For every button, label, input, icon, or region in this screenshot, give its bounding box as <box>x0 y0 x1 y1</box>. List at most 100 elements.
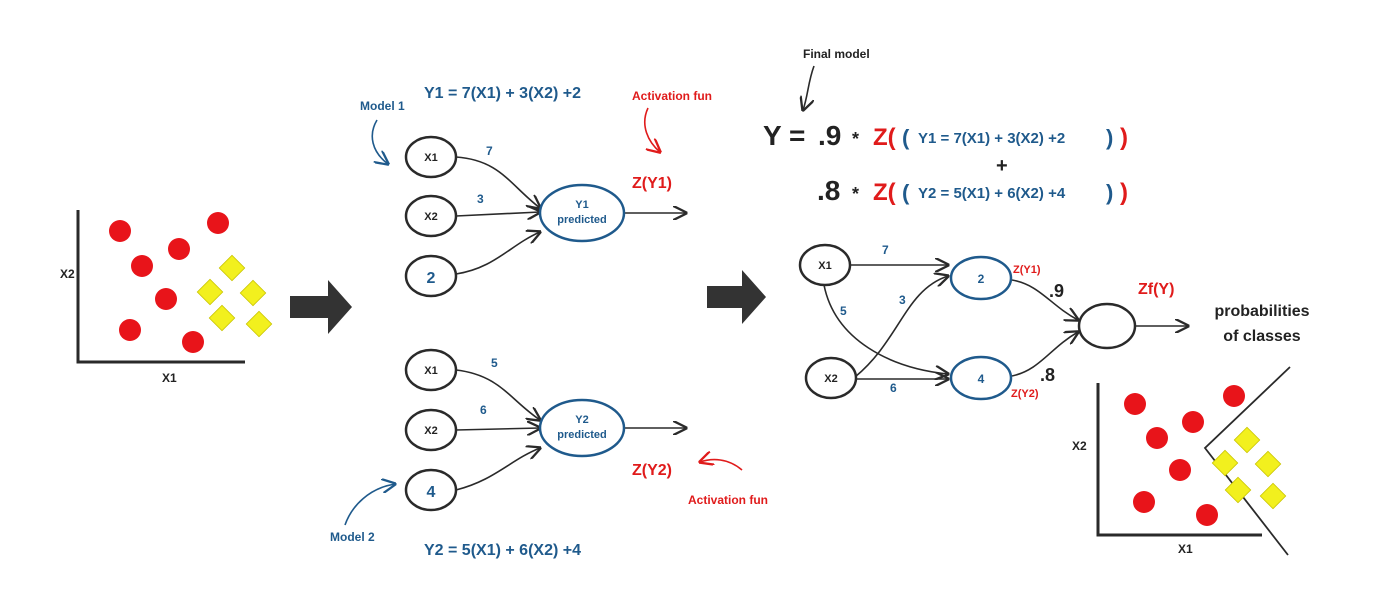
red-dot <box>1196 504 1218 526</box>
formula-z-close-2: ) <box>1120 179 1128 206</box>
node-y1-label: Y1 <box>575 199 588 211</box>
z-y2-label: Z(Y2) <box>632 462 672 479</box>
edge-x2-y2 <box>455 428 540 430</box>
formula-paren-open-1: ( <box>902 125 910 150</box>
yellow-diamond <box>196 278 224 306</box>
red-dot <box>1133 491 1155 513</box>
final-model-pointer <box>803 65 815 110</box>
final-network: 7 5 3 6 .9 .8 X1 X2 2 4 Z(Y1) Z(Y2) Zf(Y… <box>798 243 1310 401</box>
model-1-network: Y1 = 7(X1) + 3(X2) +2 Model 1 Activation… <box>360 85 712 298</box>
weight-label: 3 <box>899 293 906 307</box>
weight-label: 6 <box>480 403 487 417</box>
right-plot-axes <box>1096 383 1262 537</box>
formula-z-close-1: ) <box>1120 124 1128 151</box>
yellow-diamond <box>1233 426 1261 454</box>
weight-label: 6 <box>890 381 897 395</box>
yellow-diamond <box>1224 476 1252 504</box>
node-x2-label: X2 <box>424 425 437 437</box>
node-bias-2 <box>404 468 458 512</box>
node-x1-label: X1 <box>424 365 437 377</box>
model-2-network: 5 6 X1 X2 4 Y2 predicted Z(Y2) Activatio… <box>330 348 768 559</box>
edge-bias-y1 <box>455 232 540 275</box>
final-node-h2 <box>949 355 1013 401</box>
node-x2 <box>404 194 458 238</box>
yellow-diamond <box>1254 450 1282 478</box>
formula-paren-open-2: ( <box>902 180 910 205</box>
red-dot <box>1169 459 1191 481</box>
node-y2-predicted-label: predicted <box>557 429 607 441</box>
node-x2-label: X2 <box>424 211 437 223</box>
formula-plus: + <box>996 155 1008 177</box>
node-bias-1-label: 2 <box>427 270 436 287</box>
red-dot <box>1182 411 1204 433</box>
node-x2 <box>404 408 458 452</box>
formula-weight-1: .9 <box>818 120 841 151</box>
left-plot-xlabel: X1 <box>162 371 177 385</box>
final-node-x2-label: X2 <box>824 373 837 385</box>
red-dot <box>1146 427 1168 449</box>
formula-star-2: * <box>852 184 859 204</box>
formula-star-1: * <box>852 129 859 149</box>
final-model-label: Final model <box>803 47 870 61</box>
red-dot <box>131 255 153 277</box>
final-node-h1-label: 2 <box>978 272 985 286</box>
probabilities-label-line2: of classes <box>1223 328 1300 345</box>
edge-f-x2-h1 <box>854 276 948 378</box>
activation-pointer-2 <box>700 460 743 471</box>
weight-label: .9 <box>1049 281 1064 301</box>
red-dot <box>119 319 141 341</box>
red-dot <box>182 331 204 353</box>
final-node-x1 <box>798 243 852 287</box>
node-x1 <box>404 348 458 392</box>
yellow-diamond <box>218 254 246 282</box>
formula-y: Y = <box>763 120 805 151</box>
red-dot <box>1124 393 1146 415</box>
left-plot-axes <box>76 210 245 364</box>
node-x1-label: X1 <box>424 152 437 164</box>
model-1-label: Model 1 <box>360 99 405 113</box>
right-plot-xlabel: X1 <box>1178 542 1193 556</box>
red-dot <box>155 288 177 310</box>
red-dot <box>109 220 131 242</box>
edge-f-x1-h2 <box>823 284 948 374</box>
probabilities-label-line1: probabilities <box>1214 303 1309 320</box>
weight-label: .8 <box>1040 365 1055 385</box>
left-scatter-plot: X2 X1 <box>60 210 273 385</box>
final-h2-z-label: Z(Y2) <box>1011 388 1039 400</box>
red-dot <box>168 238 190 260</box>
activation-pointer-1 <box>644 107 660 152</box>
node-x1 <box>404 135 458 179</box>
final-model-formula: Final model Y = .9 * Z( ( Y1 = 7(X1) + 3… <box>763 47 1128 206</box>
edge-x1-y2 <box>455 369 540 420</box>
weight-label: 5 <box>491 356 498 370</box>
edge-x2-y1 <box>455 212 540 216</box>
formula-paren-close-2: ) <box>1106 180 1113 205</box>
node-y1-predicted-label: predicted <box>557 214 607 226</box>
final-output-node <box>1077 302 1137 350</box>
edge-h2-out <box>1011 332 1078 377</box>
formula-paren-close-1: ) <box>1106 125 1113 150</box>
weight-label: 7 <box>486 144 493 158</box>
big-arrow-icon <box>290 280 352 334</box>
weight-label: 7 <box>882 243 889 257</box>
yellow-diamond <box>1211 449 1239 477</box>
final-h1-z-label: Z(Y1) <box>1013 264 1041 276</box>
final-node-h2-label: 4 <box>978 372 985 386</box>
model-1-pointer-arrow <box>371 119 388 164</box>
yellow-diamond <box>208 304 236 332</box>
right-plot-ylabel: X2 <box>1072 439 1087 453</box>
yellow-diamond <box>1259 482 1287 510</box>
weight-label: 5 <box>840 304 847 318</box>
red-dot <box>207 212 229 234</box>
node-bias-2-label: 4 <box>427 484 436 501</box>
right-scatter-plot: X2 X1 <box>1072 366 1291 556</box>
edge-h1-out <box>1011 279 1078 320</box>
formula-inner-2: Y2 = 5(X1) + 6(X2) +4 <box>918 185 1066 202</box>
final-node-x1-label: X1 <box>818 260 831 272</box>
edge-x1-y1 <box>455 156 540 208</box>
edge-bias-y2 <box>455 448 540 491</box>
model-2-pointer-arrow <box>344 484 395 526</box>
formula-z-2: Z( <box>873 179 896 206</box>
activation-label-2: Activation fun <box>688 493 768 507</box>
